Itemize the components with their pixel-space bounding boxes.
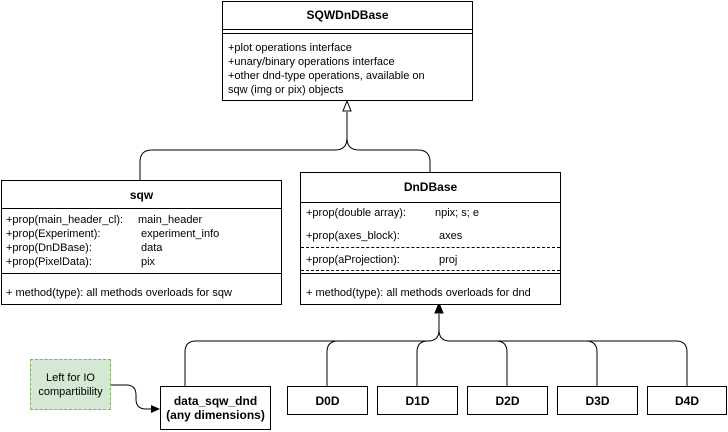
sqw-prop-name: +prop(PixelData): <box>6 256 92 268</box>
dndbase-divider-dashed-1 <box>301 247 560 248</box>
note-line-2: compartibility <box>38 385 103 398</box>
sqwdndbase-title: SQWDnDBase <box>306 8 389 22</box>
sqwdndbase-divider-1 <box>223 29 472 30</box>
dndbase-title: DnDBase <box>403 180 458 194</box>
sqwdndbase-line: sqw (img or pix) objects <box>228 84 344 96</box>
dndbase-method: + method(type): all methods overloads fo… <box>306 287 531 299</box>
sqw-prop-name: +prop(main_header_cl): <box>6 214 124 226</box>
sqwdndbase-line: +unary/binary operations interface <box>228 56 395 68</box>
d3d-class[interactable]: D3D <box>557 386 638 415</box>
connector-data-sqw-dnd <box>184 314 440 386</box>
dndbase-prop-value: axes <box>439 230 463 242</box>
dndbase-prop-value: proj <box>439 254 458 266</box>
sqw-prop-value: experiment_info <box>141 228 220 240</box>
d4d-class[interactable]: D4D <box>647 386 727 415</box>
connector-d4d <box>586 340 688 386</box>
inheritance-arrow-sqwdnd <box>342 99 352 112</box>
sqwdndbase-class[interactable]: SQWDnDBase +plot operations interface +u… <box>222 1 473 101</box>
connector-d0d <box>326 340 339 386</box>
inheritance-connector-dnd <box>346 137 431 172</box>
sqw-prop-value: pix <box>141 256 156 268</box>
connector-d2d <box>438 329 508 386</box>
sqw-divider-1 <box>2 208 281 209</box>
sqw-title: sqw <box>129 188 154 202</box>
data-sqw-dnd-name: data_sqw_dnd <box>173 394 258 408</box>
inheritance-arrow-dnd <box>434 301 444 314</box>
sqw-prop-value: main_header <box>138 214 203 226</box>
sqw-class[interactable]: sqw +prop(main_header_cl): main_header +… <box>1 180 282 305</box>
dndbase-prop-value: npix; s; e <box>435 207 480 219</box>
dndbase-prop-name: +prop(double array): <box>306 207 406 219</box>
note-arrow <box>151 405 160 413</box>
data-sqw-dnd-subtitle: (any dimensions) <box>166 408 265 422</box>
data-sqw-dnd-class[interactable]: data_sqw_dnd (any dimensions) <box>160 386 271 430</box>
sqw-prop-name: +prop(Experiment): <box>6 228 101 240</box>
dndbase-divider-1 <box>301 202 560 203</box>
dndbase-divider-2 <box>301 273 560 274</box>
note-line-1: Left for IO <box>46 371 95 384</box>
io-compat-note[interactable]: Left for IO compartibility <box>30 359 111 410</box>
dndbase-prop-name: +prop(aProjection): <box>306 254 400 266</box>
dndbase-class[interactable]: DnDBase +prop(double array): npix; s; e … <box>300 172 561 305</box>
sqwdndbase-divider-2 <box>223 33 472 34</box>
connector-d3d <box>496 340 598 386</box>
sqw-prop-name: +prop(DnDBase): <box>6 242 92 254</box>
sqw-prop-value: data <box>141 242 163 254</box>
note-connector <box>111 384 155 410</box>
inheritance-connector-sqw <box>139 112 348 180</box>
dndbase-divider-dashed-2 <box>301 270 560 271</box>
d0d-class[interactable]: D0D <box>287 386 368 415</box>
sqwdndbase-line: +plot operations interface <box>228 42 352 54</box>
sqw-method: + method(type): all methods overloads fo… <box>6 287 232 299</box>
sqw-divider-2 <box>2 273 281 274</box>
d2d-class[interactable]: D2D <box>467 386 548 415</box>
connector-d1d <box>416 340 429 386</box>
dndbase-prop-name: +prop(axes_block): <box>306 230 400 242</box>
d1d-class[interactable]: D1D <box>377 386 458 415</box>
sqwdndbase-line: +other dnd-type operations, available on <box>228 70 425 82</box>
